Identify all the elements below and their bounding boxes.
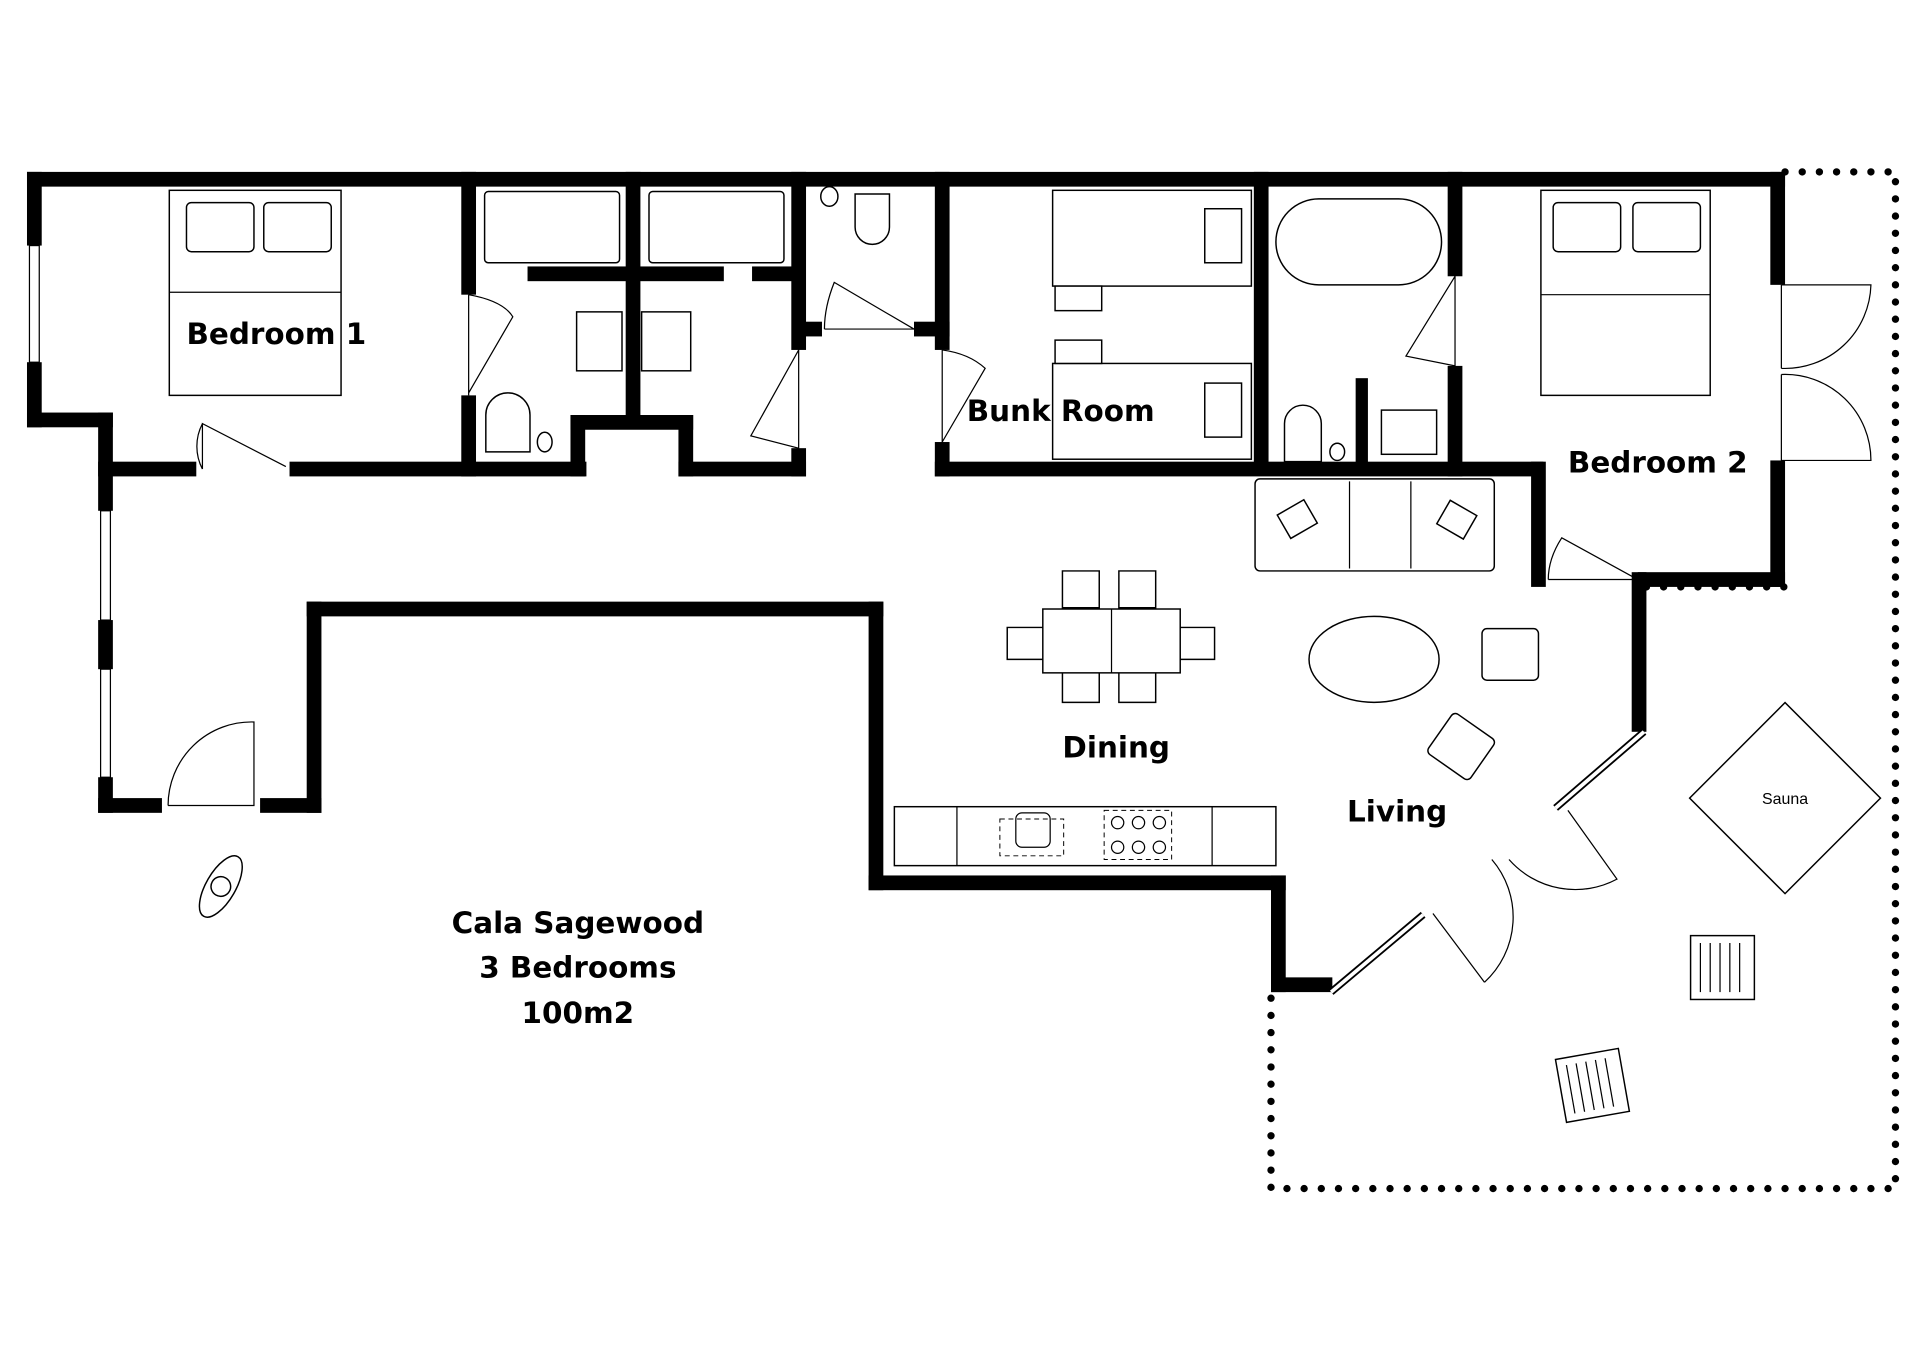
wall-segment [934,171,950,350]
sauna-label: Sauna [1762,791,1808,808]
hob-burner [1152,840,1167,854]
wall-segment [1637,572,1786,587]
wall-segment [1271,875,1286,993]
wall-segment [461,171,477,295]
double-bed-bedroom1 [168,189,342,397]
property-area: 100m2 [522,996,635,1030]
room-label-living: Living [1347,794,1447,828]
hob-burner [1131,815,1146,830]
wall-segment [26,171,42,246]
door-bedroom1 [196,422,287,470]
wall-segment [791,171,807,350]
wall-segment [306,601,884,617]
wall-segment [1770,460,1786,587]
wall-segment [678,461,807,477]
wall-segment [791,448,807,477]
doors [167,274,1872,983]
hob-burner [1110,840,1125,854]
wall-segment [26,171,1786,187]
door-french-right [1780,373,1872,462]
door-bath1 [468,294,514,396]
hob-burner [1152,815,1167,830]
door-terrace-1 [1508,810,1618,891]
wall-segment [752,266,802,282]
double-bed-bedroom2 [1540,189,1711,397]
door-bath2 [749,347,800,449]
wall-segment [678,415,694,477]
dining-table [1006,570,1216,704]
terrace-loungers [1554,934,1756,1124]
hob-burner [1131,840,1146,854]
wall-segment [461,461,587,477]
bunk-beds [1051,189,1253,460]
lounger [1689,934,1756,1001]
lounger-slat [1565,1064,1576,1114]
sauna: Sauna [1688,701,1882,895]
wall-segment [98,798,162,813]
door-bunk [941,349,986,445]
wall-segment [1447,171,1463,277]
windows [28,244,1647,995]
wall-segment [1631,572,1647,732]
wall-segment [625,171,641,418]
hob-burner [1110,815,1125,830]
wall-segment [803,321,822,337]
lounger-slat [1585,1061,1595,1111]
wall-segment [260,798,322,813]
wall-segment [461,395,477,477]
wall-segment [26,412,113,428]
door-terrace-2 [1432,859,1514,983]
lounger-slat [1575,1063,1586,1112]
wall-segment [1355,378,1368,465]
door-bath3 [1404,274,1456,367]
wall-segment [1531,461,1546,587]
walls [26,171,1786,993]
kitchen-counter [893,805,1277,867]
person-icon [198,855,243,918]
wall-segment [868,875,1286,891]
wall-segment [306,601,322,813]
wall-segment [570,415,694,430]
door-french-left [1780,284,1872,369]
room-label-bedroom2: Bedroom 2 [1568,446,1748,480]
lounger [1554,1047,1631,1124]
wall-segment [289,461,477,477]
lounger-slat [1604,1058,1615,1107]
door-bedroom2 [1547,536,1639,581]
wall-segment [26,362,42,428]
wall-segment [527,266,724,282]
wall-segment [868,601,884,891]
wall-segment [1447,365,1463,477]
wall-segment [1770,171,1786,285]
wall-segment [98,620,113,670]
door-entrance [167,721,255,807]
wall-segment [98,461,197,477]
property-bedrooms: 3 Bedrooms [479,950,676,984]
room-label-bunk-room: Bunk Room [967,394,1155,428]
wall-segment [570,415,586,477]
room-label-dining: Dining [1062,731,1170,765]
lounger-slat [1594,1059,1605,1109]
wall-segment [934,461,1544,477]
door-wc [823,281,917,330]
living-furniture [1308,615,1540,781]
wall-segment [1253,171,1269,467]
bathroom-fixtures [483,185,1443,463]
wall-segment [1271,977,1333,993]
sofa [1254,478,1496,572]
room-label-bedroom1: Bedroom 1 [186,317,366,351]
property-name: Cala Sagewood [452,906,704,940]
